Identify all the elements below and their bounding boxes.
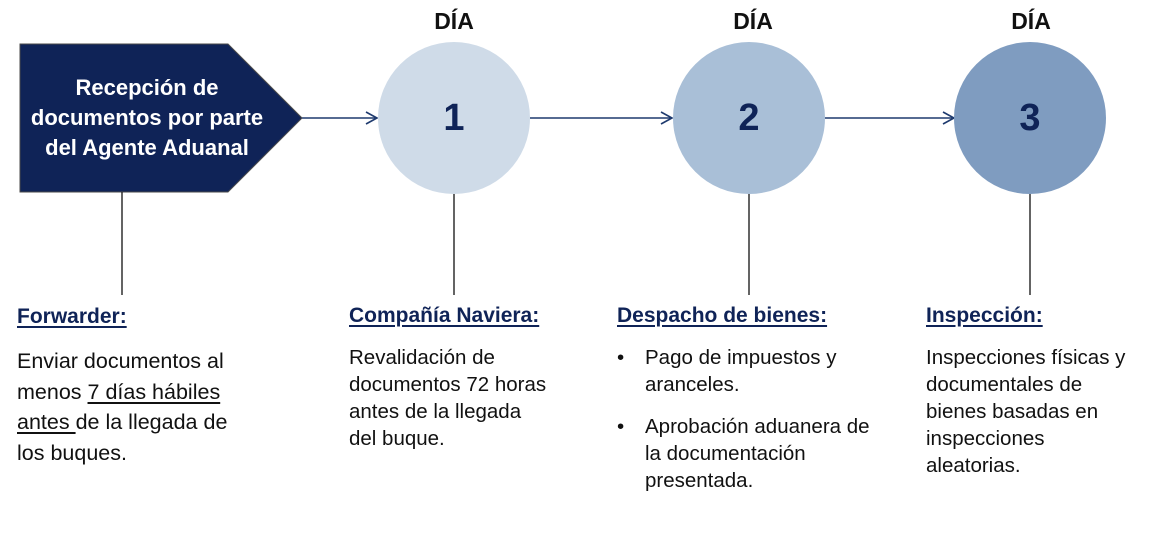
day-1-number: 1 [443, 96, 465, 139]
start-label: Recepción de documentos por parte del Ag… [30, 75, 264, 160]
day-1-circle [378, 42, 530, 194]
day-3-label: DÍA [1011, 8, 1051, 34]
naviera-heading: Compañía Naviera: [349, 304, 540, 327]
despacho-bullet-item: Pago de impuestos y aranceles. [617, 344, 877, 398]
forwarder-text-post: de la llegada de los buques. [17, 410, 228, 465]
day-2-label: DÍA [733, 8, 773, 34]
forwarder-text-underlined: 7 días hábiles antes [17, 379, 221, 435]
forwarder-heading: Forwarder: [17, 305, 127, 328]
forwarder-text: Enviar documentos al menos 7 días hábile… [17, 346, 242, 468]
day-2-circle [673, 42, 825, 194]
day-3-number: 3 [1019, 96, 1041, 139]
naviera-text: Revalidación de documentos 72 horas ante… [349, 346, 547, 450]
day-3-circle [954, 42, 1106, 194]
forwarder-text-pre: Enviar documentos al menos [17, 349, 224, 404]
inspeccion-heading: Inspección: [926, 304, 1043, 327]
despacho-bullet-list: Pago de impuestos y aranceles. Aprobació… [617, 344, 877, 509]
inspeccion-text: Inspecciones físicas y documentales de b… [926, 346, 1126, 477]
despacho-heading: Despacho de bienes: [617, 304, 828, 327]
day-1-label: DÍA [434, 8, 474, 34]
day-2-number: 2 [738, 96, 760, 139]
despacho-bullet-item: Aprobación aduanera de la documentación … [617, 413, 877, 494]
start-shape [19, 43, 303, 193]
